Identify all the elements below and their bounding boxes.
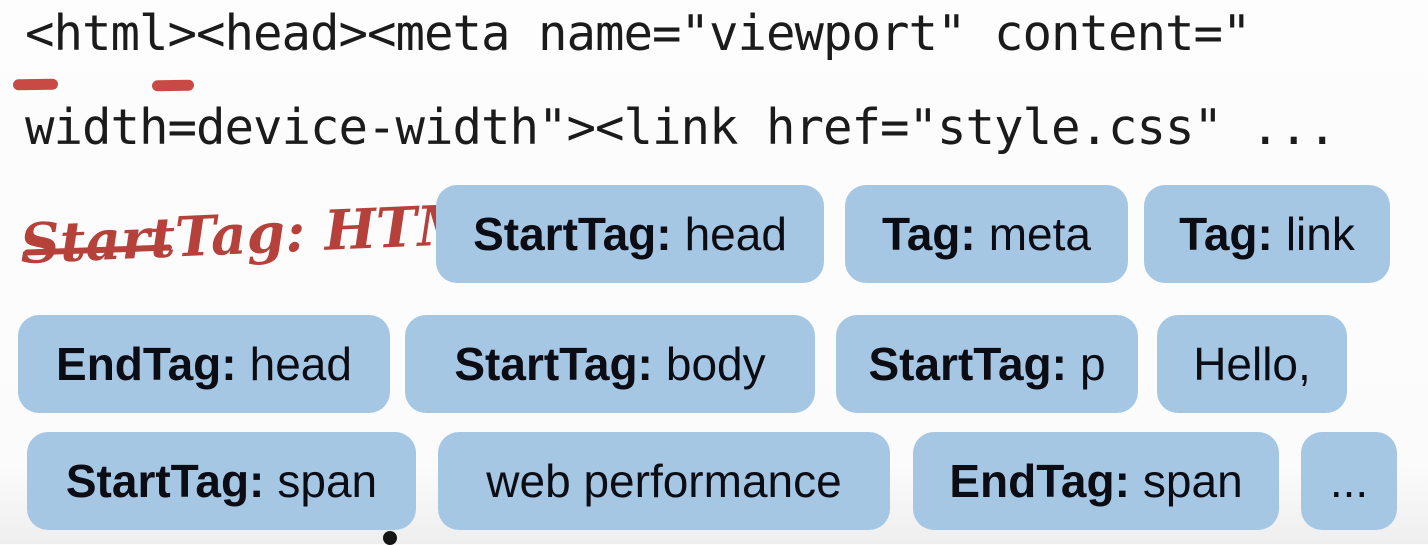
pen-underline-mark [12, 78, 59, 91]
token-endtag-head: EndTag: head [18, 315, 390, 413]
token-type: EndTag: [949, 455, 1130, 507]
token-type: StartTag: [473, 208, 672, 260]
token-value: body [665, 338, 766, 390]
token-tag-link: Tag: link [1144, 185, 1390, 283]
token-starttag-head: StartTag: head [436, 185, 824, 283]
token-value: link [1285, 208, 1355, 260]
token-starttag-span: StartTag: span [27, 432, 416, 530]
code-line-1: <html><head><meta name="viewport" conten… [25, 5, 1252, 62]
token-value: span [1142, 455, 1243, 507]
token-value: p [1079, 338, 1106, 390]
handwritten-annotation: StartTag: HTML [18, 189, 518, 277]
token-type: StartTag: [454, 338, 653, 390]
code-line-2: width=device-width"><link href="style.cs… [25, 99, 1337, 156]
token-ellipsis: ... [1301, 432, 1397, 530]
token-value: head [684, 208, 787, 260]
token-type: Tag: [1179, 208, 1273, 260]
token-starttag-body: StartTag: body [405, 315, 815, 413]
token-value: Hello, [1193, 338, 1311, 390]
pen-underline-mark [151, 79, 195, 92]
token-value: meta [988, 208, 1091, 260]
token-type: StartTag: [868, 338, 1067, 390]
token-value: head [249, 338, 352, 390]
token-value: web performance [486, 455, 842, 507]
token-tag-meta: Tag: meta [845, 185, 1128, 283]
token-text-web-performance: web performance [438, 432, 890, 530]
token-text-hello: Hello, [1157, 315, 1347, 413]
token-value: ... [1329, 455, 1369, 507]
token-type: EndTag: [56, 338, 237, 390]
token-endtag-span: EndTag: span [913, 432, 1279, 530]
token-starttag-p: StartTag: p [836, 315, 1138, 413]
token-type: Tag: [882, 208, 976, 260]
token-type: StartTag: [65, 455, 265, 507]
token-value: span [277, 455, 378, 507]
pen-dot-mark [383, 531, 397, 545]
